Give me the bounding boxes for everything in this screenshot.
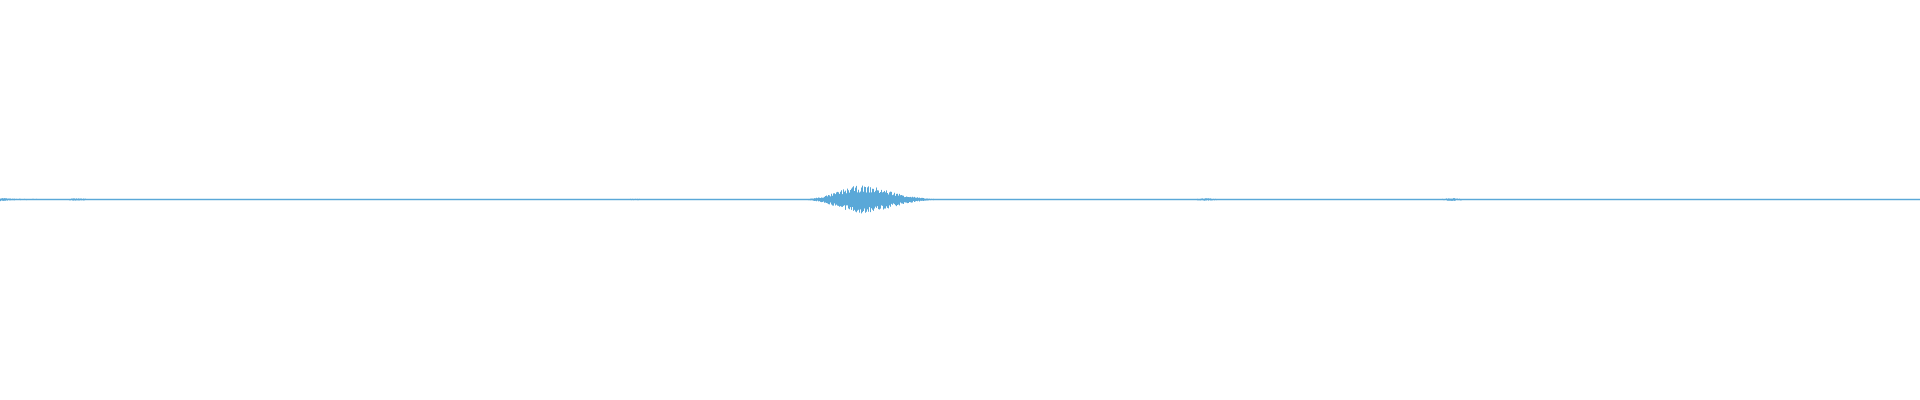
waveform [0,185,1920,214]
audio-waveform-view [0,185,1920,214]
